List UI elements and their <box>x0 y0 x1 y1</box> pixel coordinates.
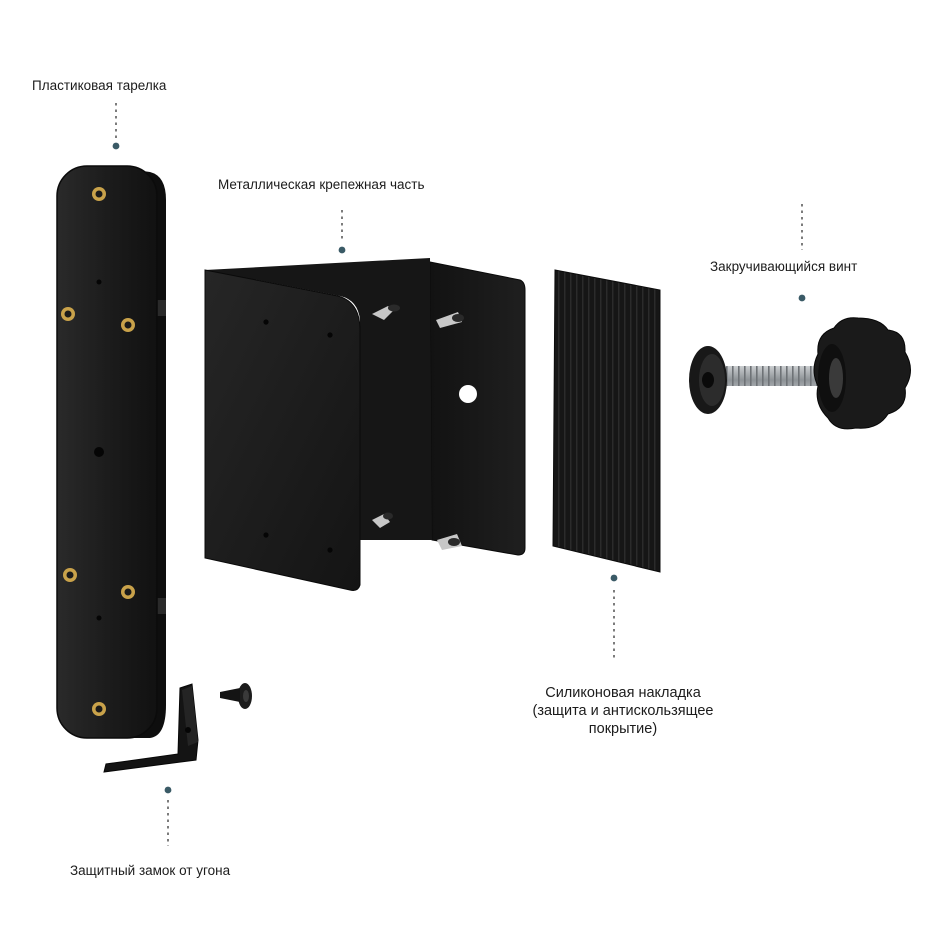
leader-lines <box>115 103 803 846</box>
label-twist-screw: Закручивающийся винт <box>710 259 858 274</box>
label-metal-bracket: Металлическая крепежная часть <box>218 177 425 192</box>
label-silicone-pad-line1: Силиконовая накладка <box>545 685 701 701</box>
label-anti-theft-lock: Защитный замок от угона <box>70 863 231 878</box>
plastic-plate <box>56 165 166 739</box>
anti-theft-lock <box>103 683 252 773</box>
metal-bracket <box>204 258 526 591</box>
brass-insert-holes <box>61 187 135 716</box>
leader-dots <box>112 142 806 794</box>
label-silicone-pad-line2: (защита и антискользящее <box>532 703 714 719</box>
label-plastic-plate: Пластиковая тарелка <box>32 78 167 93</box>
label-silicone-pad: Силиконовая накладка (защита и антисколь… <box>498 684 748 738</box>
label-silicone-pad-line3: покрытие) <box>588 721 658 737</box>
twist-screw <box>689 317 911 430</box>
silicone-pad <box>552 269 661 573</box>
